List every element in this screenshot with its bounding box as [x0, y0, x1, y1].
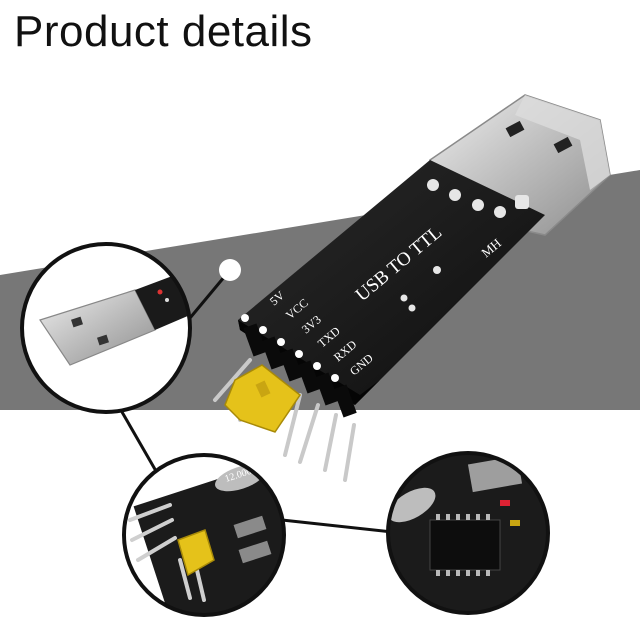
- inset-usb-plug: [20, 242, 192, 414]
- usb-ttl-board: USB TO TTL MH 5V VCC 3V3 TXD RXD GND: [213, 94, 611, 482]
- jumper-cap: [224, 364, 302, 433]
- inset-jumper-closeup: 12.000: [122, 453, 286, 617]
- pcb: [238, 160, 545, 405]
- inset-chip-closeup: [386, 451, 550, 615]
- page-title: Product details: [14, 7, 313, 56]
- header-pins: [213, 314, 357, 482]
- callout-dot: [219, 259, 241, 281]
